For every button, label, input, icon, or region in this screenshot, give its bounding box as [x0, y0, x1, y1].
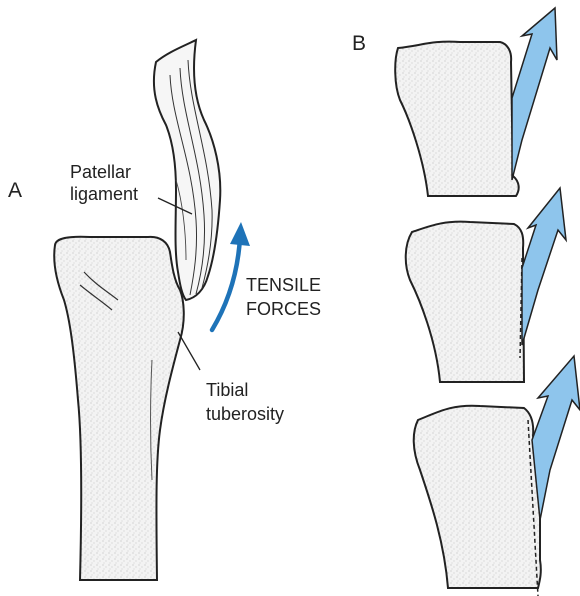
force-arrow-stage-2 [522, 188, 566, 345]
patellar-ligament-label-line2: ligament [70, 183, 138, 205]
tibial-tuberosity-label-line2: tuberosity [206, 403, 284, 425]
tibial-tuberosity-label-line1: Tibial [206, 379, 248, 401]
tensile-forces-label-line1: TENSILE [246, 274, 321, 296]
panel-a-drawing [54, 40, 250, 580]
panel-a-letter: A [8, 180, 22, 202]
bone-stage-1 [395, 42, 518, 196]
patellar-ligament-label-line1: Patellar [70, 161, 131, 183]
tensile-force-arrowhead [230, 222, 250, 246]
bone-stage-3 [414, 406, 541, 588]
tensile-forces-label-line2: FORCES [246, 298, 321, 320]
panel-b-letter: B [352, 33, 366, 55]
force-arrow-stage-1 [512, 8, 557, 180]
panel-b-drawing [395, 8, 580, 596]
tibia-bone [54, 237, 184, 580]
force-arrow-stage-3 [532, 356, 580, 520]
tibial-tuberosity-leader [178, 332, 200, 370]
tensile-force-arrow [212, 238, 240, 330]
bone-stage-2 [406, 222, 524, 382]
